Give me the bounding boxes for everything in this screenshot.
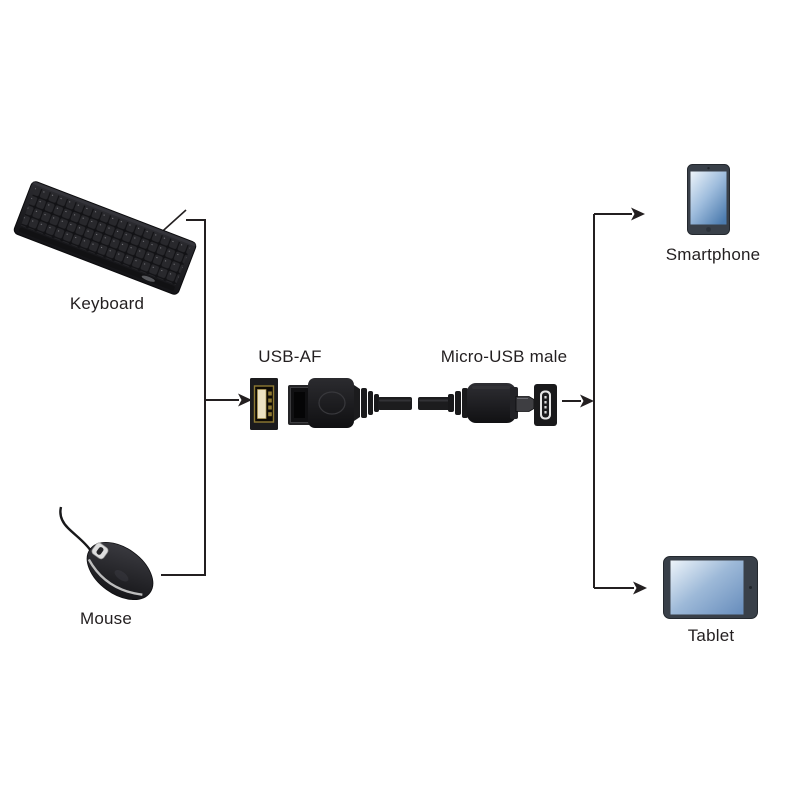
flow-arrow bbox=[238, 393, 252, 407]
keyboard-body bbox=[13, 181, 197, 295]
smartphone-label: Smartphone bbox=[665, 245, 761, 264]
micro-usb-label: Micro-USB male bbox=[440, 347, 568, 366]
usb-af-label: USB-AF bbox=[258, 347, 322, 366]
cable-strain-relief-right bbox=[448, 388, 468, 418]
flow-arrow bbox=[631, 207, 645, 221]
micro-usb-port-icon bbox=[534, 384, 557, 426]
usb-a-female-connector bbox=[288, 378, 354, 428]
flow-arrowheads bbox=[238, 207, 647, 595]
mouse-rim bbox=[87, 558, 143, 596]
phone-home-button bbox=[706, 227, 711, 232]
cable-wire bbox=[378, 397, 450, 410]
mouse-scroll-wheel bbox=[96, 547, 104, 555]
keyboard-logo bbox=[141, 275, 155, 282]
usb-af-port-icon bbox=[250, 378, 278, 430]
tablet-image bbox=[663, 556, 758, 619]
tablet-camera-dot bbox=[749, 586, 752, 589]
mouse-cable bbox=[59, 506, 92, 552]
tablet-screen bbox=[670, 560, 744, 615]
micro-usb-pins bbox=[544, 396, 547, 414]
mouse-body bbox=[86, 541, 154, 601]
cable-strain-relief-left bbox=[354, 385, 379, 421]
smartphone-image bbox=[687, 164, 730, 235]
phone-screen bbox=[690, 171, 727, 225]
mouse-image bbox=[59, 506, 154, 601]
flow-arrow bbox=[633, 581, 647, 595]
mouse-logo bbox=[114, 570, 129, 582]
mouse-label: Mouse bbox=[79, 609, 133, 628]
phone-camera-dot bbox=[707, 167, 710, 170]
left-bracket-line bbox=[161, 219, 206, 576]
flow-arrow bbox=[580, 394, 594, 408]
keyboard-label: Keyboard bbox=[69, 294, 145, 313]
micro-usb-male-connector bbox=[467, 383, 535, 423]
keyboard-keys bbox=[20, 186, 191, 286]
keyboard-image bbox=[13, 181, 197, 295]
otg-cable-image bbox=[288, 378, 535, 428]
tablet-label: Tablet bbox=[687, 626, 735, 645]
usb-contacts bbox=[268, 391, 272, 417]
